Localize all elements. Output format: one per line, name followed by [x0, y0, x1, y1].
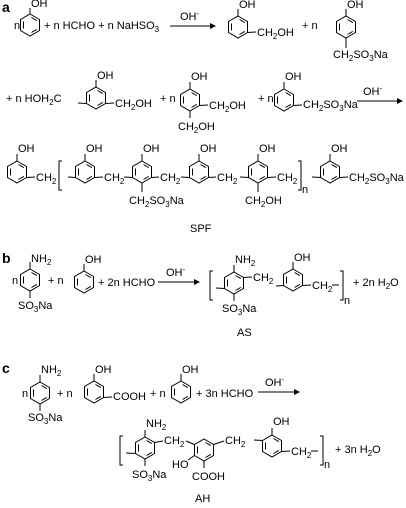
water-byproduct: + 2n H2O [353, 277, 399, 291]
phenol-structure [171, 374, 191, 404]
cooh-group: COOH [192, 471, 225, 483]
ch2oh-group: CH2OH [178, 121, 215, 135]
product-name-ah: AH [195, 493, 210, 505]
so3na-group: SO3Na [132, 469, 167, 483]
oh-label: OH [31, 0, 48, 10]
oh-label: OH [259, 143, 276, 155]
oh-label: OH [285, 71, 302, 83]
oh-label: OH [97, 70, 114, 82]
plus-n: + n [48, 275, 64, 287]
salicylic-acid-structure [84, 374, 113, 404]
oh-minus-catalyst: OH- [180, 9, 200, 23]
product-name-as: AS [237, 327, 252, 339]
hcho-reagent: + 3n HCHO [196, 388, 254, 400]
phenol-structure [20, 8, 40, 37]
plus-n: + n [160, 93, 176, 105]
ch2-link: CH2 [291, 446, 312, 460]
plus-n: + n [150, 388, 166, 400]
oh-label: OH [239, 0, 256, 11]
ch2-link: CH2 [277, 172, 298, 186]
oh-label: OH [182, 364, 199, 376]
nh2-group: NH2 [31, 253, 52, 267]
sulfanilate-structure [20, 262, 40, 298]
oh-label: OH [294, 252, 311, 264]
plus-n: + n [57, 388, 73, 400]
bis-hydroxymethyl-phenol-structure [77, 80, 115, 110]
ah-polymer-structure [119, 428, 324, 468]
oh-label: OH [273, 416, 290, 428]
oh-label: OH [86, 143, 103, 155]
ch2-link: CH2 [253, 272, 274, 286]
ch2-link: CH2 [217, 172, 238, 186]
plus-n: + n [258, 93, 274, 105]
so3na-group: SO3Na [222, 303, 257, 317]
ch2so3na-group: CH2SO3Na [129, 195, 185, 209]
o-sulfomethyl-phenol-structure [274, 82, 303, 112]
ch2oh-group: CH2OH [245, 195, 282, 209]
n-coefficient: n [12, 275, 18, 287]
ch2-link: CH2 [36, 172, 57, 186]
product-name-spf: SPF [190, 223, 212, 235]
ch2-link: CH2 [225, 435, 246, 449]
n-coefficient: n [14, 20, 20, 32]
hydroxymethyl-phenol-structure [228, 9, 257, 39]
so3na-group: SO3Na [18, 300, 53, 314]
oh-label: OH [85, 254, 102, 266]
panel-label-b: b [2, 250, 11, 266]
sulfanilate-structure [30, 375, 50, 411]
oh-label: OH [95, 364, 112, 376]
so3na-group: SO3Na [28, 412, 63, 426]
nh2-group: NH2 [235, 254, 256, 268]
n-coefficient: n [22, 388, 28, 400]
cooh-group: COOH [113, 391, 146, 403]
oh-label: OH [347, 0, 364, 11]
plus-n: + n [302, 20, 318, 32]
panel-label-c: c [2, 360, 10, 376]
repeat-n: n [344, 295, 350, 307]
nh2-group: NH2 [41, 364, 62, 378]
ch2so3na-group: CH2SO3Na [349, 172, 405, 186]
oh-minus-catalyst: OH- [363, 84, 383, 98]
ch2so3na-group: CH2SO3Na [333, 49, 389, 63]
reagents-text: + n HCHO + n NaHSO3 [44, 20, 160, 34]
ch2oh-group: CH2OH [115, 98, 152, 112]
ch2so3na-group: CH2SO3Na [303, 99, 359, 113]
nh2-group: NH2 [146, 418, 167, 432]
oh-label: OH [18, 143, 35, 155]
ho-label: HO [172, 459, 189, 471]
plus-hoh2c: + n HOH2C [6, 93, 62, 107]
oh-minus-catalyst: OH- [265, 375, 285, 389]
ch2-link: CH2 [312, 280, 333, 294]
hcho-reagent: + 2n HCHO [98, 277, 156, 289]
phenol-structure [74, 264, 94, 294]
oh-label: OH [191, 71, 208, 83]
oh-label: OH [200, 143, 217, 155]
oh-label: OH [143, 143, 160, 155]
ch2-link: CH2 [164, 435, 185, 449]
repeat-n: n [324, 459, 330, 471]
spf-polymer-structure [7, 154, 349, 192]
ch2-link: CH2 [160, 172, 181, 186]
ch2-link: CH2 [104, 172, 125, 186]
panel-label-a: a [2, 0, 10, 15]
oh-minus-catalyst: OH- [166, 265, 186, 279]
as-polymer-structure [209, 262, 344, 301]
ch2oh-group: CH2OH [257, 27, 294, 41]
sulfomethyl-phenol-structure [336, 9, 356, 48]
water-byproduct: + 3n H2O [335, 444, 381, 458]
tris-hydroxymethyl-phenol-structure [180, 82, 209, 118]
oh-label: OH [331, 143, 348, 155]
repeat-n: n [302, 184, 308, 196]
ch2oh-group: CH2OH [209, 100, 246, 114]
